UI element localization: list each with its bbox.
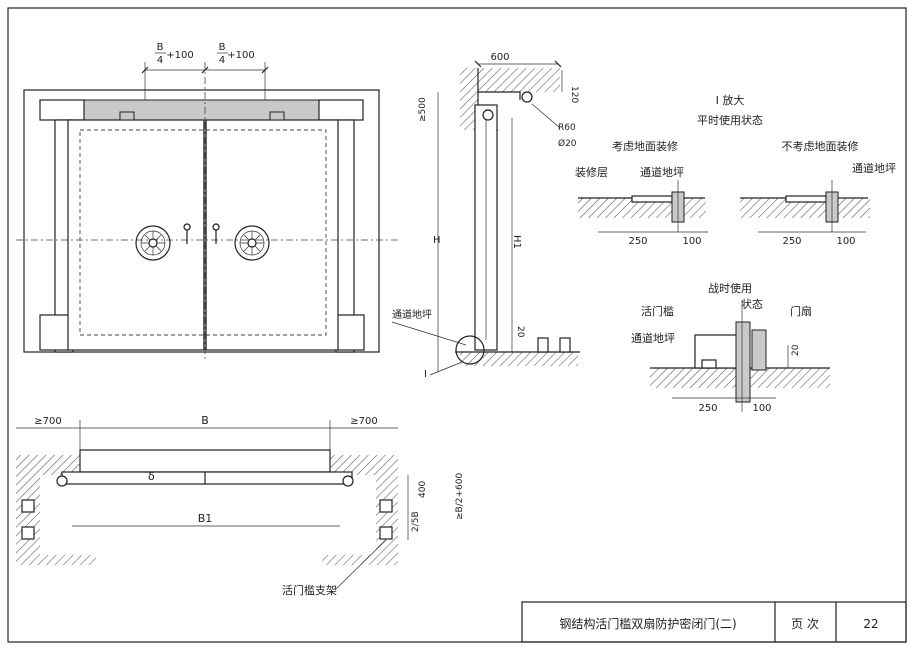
page-label: 页 次 <box>791 617 819 631</box>
detail-normal-state: I 放大 平时使用状态 考虑地面装修 装修层 通道地坪 250 100 不考虑地… <box>575 93 896 247</box>
label-H1: H1 <box>511 235 522 249</box>
floor-left-label: 通道地坪 <box>640 165 684 179</box>
dim-right-top: B <box>219 42 226 53</box>
detail-title-2: 平时使用状态 <box>697 113 763 127</box>
right-dim-250: 250 <box>782 236 801 247</box>
left-caption: 考虑地面装修 <box>612 139 678 153</box>
dim-right-bottom: 4 <box>219 55 225 66</box>
label-H: H <box>433 235 441 246</box>
sill-label: 活门槛 <box>641 304 674 318</box>
left-dim-100: 100 <box>682 236 701 247</box>
detail-wartime-state: 战时使用 状态 活门槛 门扇 通道地坪 20 250 100 <box>631 282 830 414</box>
lintel-block <box>39 99 364 121</box>
dim-20: 20 <box>515 326 525 338</box>
title-block: 钢结构活门槛双扇防护密闭门(二) 页 次 22 <box>521 601 907 643</box>
dim-delta: δ <box>148 470 155 483</box>
wartime-title-2: 状态 <box>741 297 763 311</box>
plan-door-leaves <box>61 471 353 485</box>
support-label: 活门槛支架 <box>282 583 337 597</box>
radius-label: R60 <box>558 123 576 133</box>
door-section: 600 120 ≥500 H H1 20 R60 Ø20 通道地坪 I <box>391 52 580 380</box>
dim-left-suffix: +100 <box>166 50 193 61</box>
detail-circle <box>455 335 485 365</box>
left-handwheel-icon <box>135 225 171 261</box>
wartime-dim-20: 20 <box>791 344 801 356</box>
wartime-dim-250: 250 <box>698 403 717 414</box>
right-caption: 不考虑地面装修 <box>782 139 859 153</box>
dim-B: B <box>201 414 209 427</box>
wartime-door-leaf <box>735 321 751 403</box>
right-handwheel-icon <box>234 225 270 261</box>
section-floor-label: 通道地坪 <box>392 308 432 321</box>
left-door-leaf <box>67 119 205 351</box>
hinge-pin-icon <box>482 109 494 121</box>
dim-400: 400 <box>418 481 428 498</box>
dim-2-5B: 2/5B <box>411 511 421 532</box>
door-plan: ≥700 B ≥700 δ B1 400 2/5B ≥B/2+600 活门槛支架 <box>16 414 465 597</box>
diameter-label: Ø20 <box>558 138 577 149</box>
left-dim-250: 250 <box>628 236 647 247</box>
floor-right-label: 通道地坪 <box>852 161 896 175</box>
dim-left-top: B <box>157 42 164 53</box>
elevation-outline <box>23 89 380 353</box>
detail-marker: I <box>424 369 427 380</box>
dim-600: 600 <box>490 52 509 63</box>
dim-left-bottom: 4 <box>157 55 163 66</box>
leaf-label: 门扇 <box>790 304 812 318</box>
plan-sill <box>79 449 331 473</box>
dim-left-700: ≥700 <box>34 416 61 427</box>
finish-layer-label: 装修层 <box>575 165 608 179</box>
detail-title-1: I 放大 <box>716 93 745 107</box>
dim-120: 120 <box>569 86 579 103</box>
dim-500: ≥500 <box>418 97 428 122</box>
right-door-leaf <box>205 119 339 351</box>
sheet-border <box>7 7 907 643</box>
dim-right-suffix: +100 <box>227 50 254 61</box>
dim-right-700: ≥700 <box>350 416 377 427</box>
wartime-floor-label: 通道地坪 <box>631 331 675 345</box>
wartime-dim-100: 100 <box>752 403 771 414</box>
door-inner-dashed <box>79 129 327 336</box>
drawing-title: 钢结构活门槛双扇防护密闭门(二) <box>559 616 736 631</box>
dim-B1: B1 <box>198 512 213 525</box>
door-elevation: B 4 +100 B 4 +100 <box>16 42 398 360</box>
page-number: 22 <box>863 617 878 631</box>
wartime-title-1: 战时使用 <box>708 282 752 295</box>
right-dim-100: 100 <box>836 236 855 247</box>
dim-B2-600: ≥B/2+600 <box>455 473 465 520</box>
door-handle-icon <box>183 223 220 244</box>
